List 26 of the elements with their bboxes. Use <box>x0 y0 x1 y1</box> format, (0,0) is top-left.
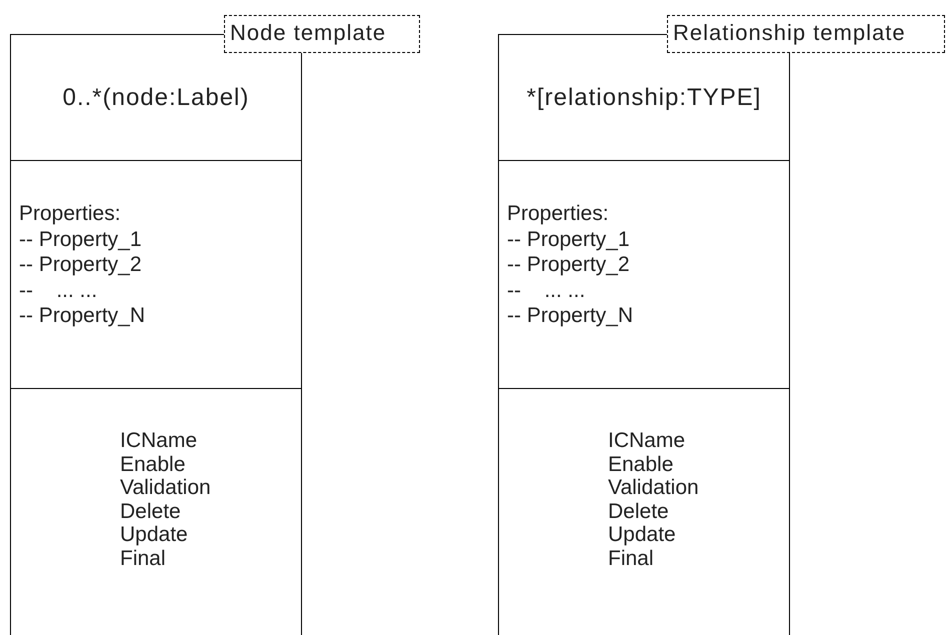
operation-line: Final <box>608 546 655 570</box>
operation-line: Delete <box>120 500 182 523</box>
template-tag: Relationship template <box>667 15 945 53</box>
property-line: -- Property_1 <box>19 226 143 252</box>
class-name: *[relationship:TYPE] <box>526 86 762 110</box>
property-line: -- Property_1 <box>507 226 631 252</box>
operation-line: Validation <box>608 476 700 500</box>
property-line: -- Property_N <box>19 303 146 328</box>
template-tag: Node template <box>224 15 420 53</box>
operation-line: Enable <box>608 452 674 476</box>
operation-line: Update <box>608 523 677 546</box>
property-line: -- ... ... <box>19 278 98 303</box>
property-line: -- Property_N <box>507 303 634 328</box>
operation-line: ICName <box>608 429 686 452</box>
property-line: -- ... ... <box>507 278 586 303</box>
operation-line: Validation <box>120 476 212 500</box>
operation-line: ICName <box>120 429 198 452</box>
property-line: Properties: <box>19 201 122 226</box>
operation-line: Update <box>120 523 189 546</box>
property-line: -- Property_2 <box>19 252 143 278</box>
property-line: Properties: <box>507 201 610 226</box>
class-name: 0..*(node:Label) <box>62 86 250 110</box>
operation-line: Delete <box>608 500 670 523</box>
operation-line: Final <box>120 546 167 570</box>
operation-line: Enable <box>120 452 186 476</box>
property-line: -- Property_2 <box>507 252 631 278</box>
